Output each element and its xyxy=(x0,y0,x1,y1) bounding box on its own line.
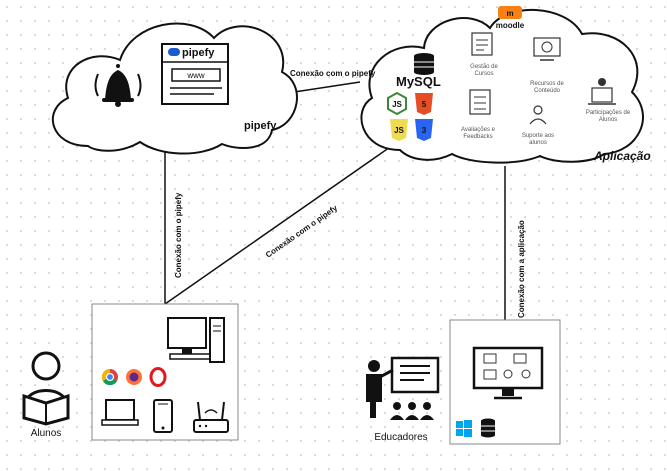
svg-text:5: 5 xyxy=(422,100,427,109)
nodejs-icon: JS xyxy=(387,91,407,116)
feature-gestao-cursos: Gestão de Cursos xyxy=(470,32,499,77)
mysql-logo-text: MySQL xyxy=(396,74,441,89)
content-resources-icon xyxy=(533,37,561,57)
bell-icon xyxy=(94,64,142,107)
student-reading-icon xyxy=(22,351,70,426)
feature-label: Suporte aos xyxy=(522,133,554,139)
alunos-label: Alunos xyxy=(31,428,62,439)
connection-label-diagonal: Conexão com o pipefy xyxy=(264,203,340,260)
moodle-icon xyxy=(498,6,522,19)
html5-icon: 5 xyxy=(415,93,433,115)
application-title: Aplicação xyxy=(593,149,651,163)
feature-label: Alunos xyxy=(599,117,617,123)
connection-label-educadores: Conexão com a aplicação xyxy=(517,220,526,318)
feature-label: Avaliações e xyxy=(461,127,496,133)
wifi-router-icon xyxy=(193,401,229,433)
feature-label: Participações de xyxy=(586,110,631,116)
smartphone-icon xyxy=(153,399,173,433)
feature-label: Conteúdo xyxy=(534,88,561,94)
feature-suporte-alunos: Suporte aos alunos xyxy=(522,105,554,146)
feature-participacoes-alunos: Participações de Alunos xyxy=(586,78,631,123)
pipefy-web-page-icon: pipefy www xyxy=(161,43,229,105)
student-support-icon xyxy=(533,105,543,115)
feature-label: alunos xyxy=(529,140,547,146)
chrome-icon xyxy=(101,368,118,386)
svg-text:3: 3 xyxy=(422,126,427,135)
educadores-label: Educadores xyxy=(374,432,427,443)
feature-label: Feedbacks xyxy=(463,134,492,140)
pipefy-brand-label: pipefy xyxy=(244,120,277,132)
teacher-presentation-icon xyxy=(366,356,440,420)
student-laptop-icon xyxy=(591,87,613,103)
feature-label: Recursos de xyxy=(530,81,564,87)
connection-label-clouds: Conexão com o pipefy xyxy=(290,69,376,78)
pipefy-logo-text: pipefy xyxy=(182,47,215,59)
moodle-text: moodle xyxy=(496,21,525,30)
evaluation-checklist-icon xyxy=(469,89,491,115)
javascript-icon: JS xyxy=(390,119,408,141)
line-app-alunos xyxy=(164,144,394,305)
moodle-logo: m moodle xyxy=(496,6,525,30)
svg-text:JS: JS xyxy=(394,126,404,135)
database-small-icon xyxy=(481,418,495,438)
svg-text:JS: JS xyxy=(392,100,402,109)
feature-recursos-conteudo: Recursos de Conteúdo xyxy=(530,37,565,94)
feature-label: Cursos xyxy=(474,71,493,77)
feature-avaliacoes-feedbacks: Avaliações e Feedbacks xyxy=(461,89,496,140)
windows-icon xyxy=(456,420,472,437)
course-management-icon xyxy=(471,32,493,56)
database-icon xyxy=(414,53,434,75)
opera-icon xyxy=(149,367,167,387)
laptop-icon xyxy=(101,399,139,426)
svg-text:m: m xyxy=(506,9,513,18)
css3-icon: 3 xyxy=(415,119,433,141)
monitor-icon xyxy=(472,346,544,400)
firefox-icon xyxy=(126,369,142,385)
feature-label: Gestão de xyxy=(470,64,498,70)
connection-label-pipefy-alunos: Conexão com o pipefy xyxy=(174,192,183,278)
url-text: www xyxy=(186,71,205,80)
desktop-computer-icon xyxy=(167,317,225,363)
pipefy-logo-icon xyxy=(168,48,180,56)
